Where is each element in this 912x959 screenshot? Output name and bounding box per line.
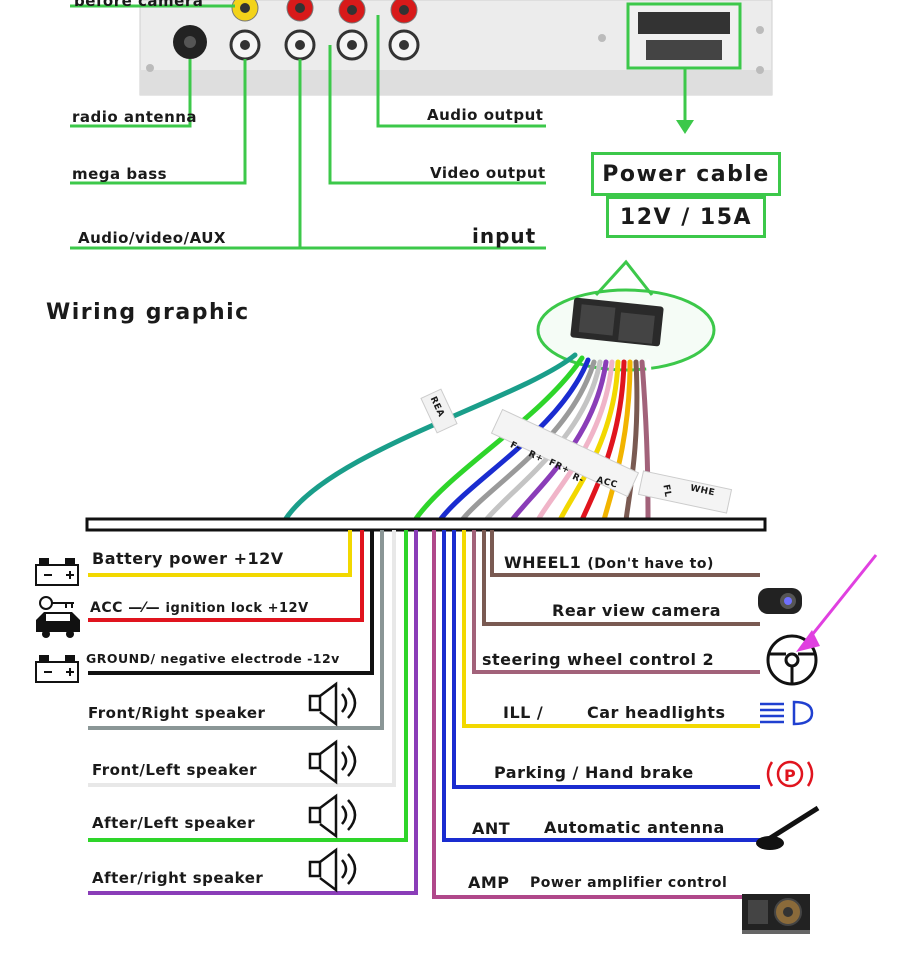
wire-ant xyxy=(442,530,760,842)
wire-parking xyxy=(452,530,760,789)
wire-amp xyxy=(432,530,760,899)
wire-ill xyxy=(462,530,760,728)
power-spec-label: 12V / 15A xyxy=(606,196,766,238)
speaker-icon xyxy=(308,681,357,727)
amplifier-icon xyxy=(742,894,810,934)
wire-after-left xyxy=(88,530,408,842)
speaker-icon xyxy=(308,847,357,893)
head-unit-panel xyxy=(139,0,773,96)
wheel1-label: WHEEL1 (Don't have to) xyxy=(504,553,714,572)
harness-tags xyxy=(420,388,733,514)
front-left-label: Front/Left speaker xyxy=(92,761,258,779)
ground-label: GROUND/ negative electrode -12v xyxy=(86,651,340,666)
amp-label: AMP xyxy=(468,873,510,892)
wire-after-right xyxy=(88,530,418,895)
ant-label: ANT xyxy=(472,819,511,838)
rca-connectors xyxy=(229,0,420,61)
radio-antenna-label: radio antenna xyxy=(72,108,198,126)
audio-output-label: Audio output xyxy=(427,106,544,124)
speaker-icon xyxy=(308,739,357,785)
headlights-label: Car headlights xyxy=(587,703,726,722)
speaker-icon xyxy=(308,793,357,839)
video-output-label: Video output xyxy=(430,164,546,182)
before-camera-label: before camera xyxy=(74,0,204,10)
parking-brake-icon: P xyxy=(766,760,814,788)
acc-prefix: ACC xyxy=(90,600,123,616)
amp-desc-label: Power amplifier control xyxy=(530,875,728,891)
top-callout-lines xyxy=(70,4,687,250)
wire-wheel1 xyxy=(490,530,760,577)
wire-rear-camera xyxy=(482,530,760,626)
steering-wheel-icon xyxy=(766,634,818,686)
wheel1-note: (Don't have to) xyxy=(587,556,714,572)
wire-front-left xyxy=(88,530,396,787)
left-wires xyxy=(88,530,418,895)
wiring-graphic-title: Wiring graphic xyxy=(46,300,250,325)
harness-connector xyxy=(570,297,664,347)
power-connector xyxy=(626,2,742,70)
wire-steering xyxy=(472,530,760,674)
power-cable-label: Power cable xyxy=(591,152,781,196)
wheel1-name: WHEEL1 xyxy=(504,553,582,572)
ant-desc-label: Automatic antenna xyxy=(544,818,725,837)
headlight-icon xyxy=(760,700,814,726)
power-arrow xyxy=(676,120,694,134)
front-right-label: Front/Right speaker xyxy=(88,704,266,722)
after-right-label: After/right speaker xyxy=(92,869,264,887)
harness-wires xyxy=(282,352,675,523)
steering-label: steering wheel control 2 xyxy=(482,650,715,669)
acc-switch-symbol: —⁄— xyxy=(128,600,161,616)
after-left-label: After/Left speaker xyxy=(92,814,256,832)
pointer-arrow xyxy=(806,554,878,641)
acc-label: ACC —⁄— ignition lock +12V xyxy=(90,600,309,616)
svg-text:P: P xyxy=(784,766,796,785)
camera-icon xyxy=(758,588,802,614)
wire-ground xyxy=(88,530,374,675)
parking-label: Parking / Hand brake xyxy=(494,763,694,782)
wire-acc xyxy=(88,530,364,622)
harness-tag-label: FL xyxy=(660,483,673,499)
battery-label: Battery power +12V xyxy=(92,549,284,568)
input-label: input xyxy=(472,224,537,248)
car-key-icon xyxy=(36,596,80,638)
wire-battery xyxy=(88,530,352,577)
right-wires xyxy=(432,530,760,899)
wire-front-right xyxy=(88,530,384,730)
battery-icon xyxy=(35,655,79,683)
harness-bar xyxy=(85,517,767,532)
rear-camera-label: Rear view camera xyxy=(552,601,722,620)
acc-suffix: ignition lock +12V xyxy=(165,601,309,616)
ill-label: ILL / xyxy=(503,703,544,722)
mega-bass-label: mega bass xyxy=(72,165,168,183)
audio-video-aux-label: Audio/video/AUX xyxy=(78,229,226,247)
battery-icon xyxy=(35,558,79,586)
antenna-icon xyxy=(756,805,820,850)
